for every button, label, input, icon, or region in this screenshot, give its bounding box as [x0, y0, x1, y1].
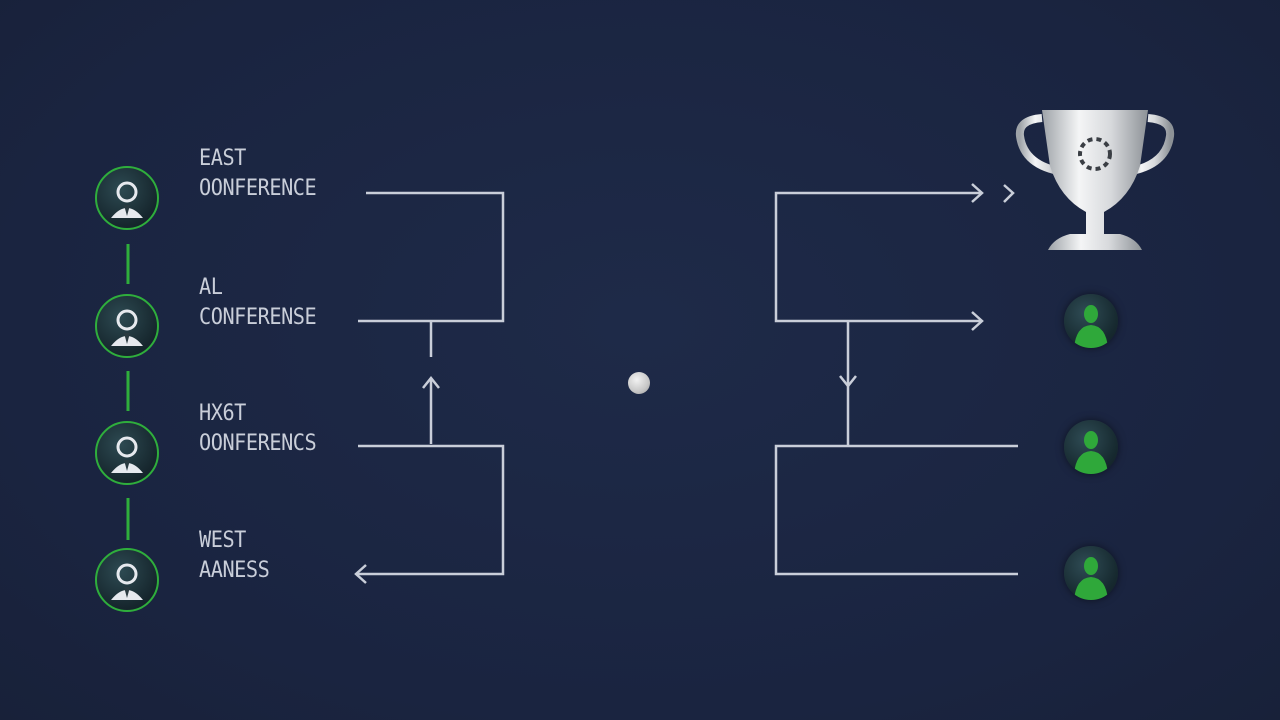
player-silhouette-icon	[1074, 305, 1108, 348]
label-line-1: EAST	[199, 146, 246, 171]
avatar-west	[95, 548, 159, 612]
label-line-2: AANESS	[199, 558, 270, 583]
label-west-aaness: WEST AANESS	[199, 526, 270, 586]
label-line-2: CONFERENSE	[199, 305, 317, 330]
dot-icon	[628, 372, 650, 394]
trophy-icon	[1015, 110, 1175, 250]
right-top-arrow-head	[971, 183, 984, 203]
left-bottom-arrow-head	[354, 564, 367, 584]
team-icon-1	[1064, 294, 1118, 348]
right-bracket-bottom	[774, 444, 1018, 576]
label-east-conference: EAST OONFERENCE	[199, 144, 317, 204]
label-line-1: WEST	[199, 528, 246, 553]
avatar-hx6t	[95, 421, 159, 485]
person-icon	[111, 181, 143, 218]
label-al-conference: AL CONFERENSE	[199, 273, 317, 333]
right-bracket-top	[774, 191, 982, 323]
person-icon	[111, 309, 143, 346]
left-bracket-top	[358, 191, 505, 323]
right-down-arrow-head	[839, 375, 857, 389]
player-silhouette-icon	[1074, 431, 1108, 474]
right-mid-arrow-head	[971, 311, 984, 331]
team-icon-2	[1064, 420, 1118, 474]
label-line-1: HX6T	[199, 401, 246, 426]
left-bracket-bottom	[356, 444, 505, 576]
player-silhouette-icon	[1074, 557, 1108, 600]
avatar-al	[95, 294, 159, 358]
label-line-1: AL	[199, 275, 223, 300]
left-up-arrow-head	[422, 375, 440, 389]
label-line-2: OONFERENCS	[199, 431, 317, 456]
team-icon-3	[1064, 546, 1118, 600]
label-hx6t-conference: HX6T OONFERENCS	[199, 399, 317, 459]
person-icon	[111, 563, 143, 600]
label-line-2: OONFERENCE	[199, 176, 317, 201]
trophy-chevron	[1003, 184, 1015, 203]
avatar-east	[95, 166, 159, 230]
person-icon	[111, 436, 143, 473]
